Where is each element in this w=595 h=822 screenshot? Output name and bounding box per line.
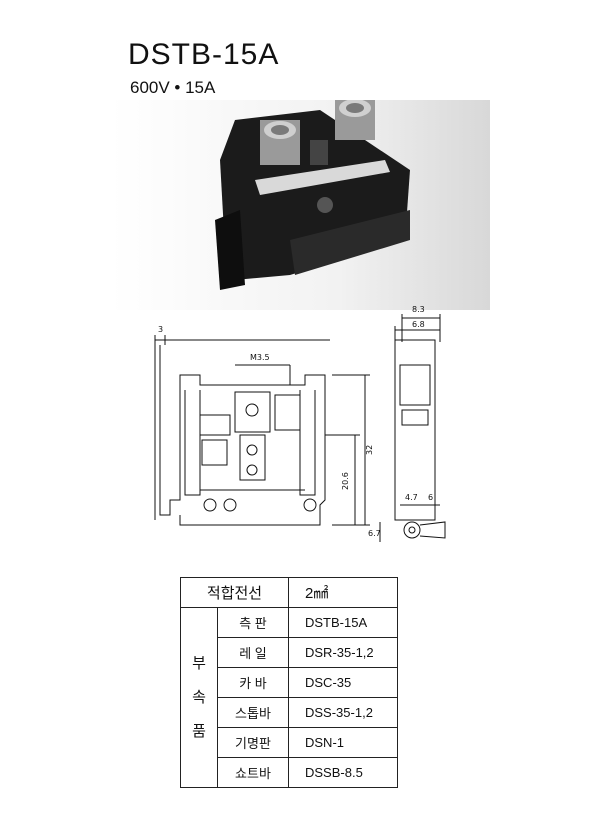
wire-size-label: 적합전선 <box>180 577 289 608</box>
row-value: DSR-35-1,2 <box>288 637 398 668</box>
row-value: DSC-35 <box>288 667 398 698</box>
row-label: 스톱바 <box>217 697 289 728</box>
product-model-title: DSTB-15A <box>128 38 280 71</box>
product-rating: 600V • 15A <box>130 78 216 97</box>
row-label: 카 바 <box>217 667 289 698</box>
dim-m35: M3.5 <box>250 353 270 362</box>
table-row: 쇼트바 DSSB-8.5 <box>181 757 398 788</box>
dim-20-6: 20.6 <box>341 472 350 490</box>
wire-size-value: 2㎟ <box>288 577 398 608</box>
dim-3: 3 <box>158 325 163 334</box>
row-label: 기명판 <box>217 727 289 758</box>
dim-6-7: 6.7 <box>368 529 381 538</box>
product-photo <box>110 100 490 310</box>
row-value: DSTB-15A <box>288 607 398 638</box>
row-value: DSN-1 <box>288 727 398 758</box>
dimension-drawing: 3 M3.5 32 20.6 8.3 6.8 4.7 6 6.7 <box>154 305 446 542</box>
table-row: 스톱바 DSS-35-1,2 <box>181 697 398 728</box>
dim-8-3: 8.3 <box>412 305 425 314</box>
row-value: DSSB-8.5 <box>288 757 398 788</box>
table-header-row: 적합전선 2㎟ <box>180 577 398 608</box>
row-label: 측 판 <box>217 607 289 638</box>
dim-6: 6 <box>428 493 433 502</box>
dim-32: 32 <box>365 445 374 455</box>
dim-4-7: 4.7 <box>405 493 418 502</box>
row-value: DSS-35-1,2 <box>288 697 398 728</box>
row-label: 쇼트바 <box>217 757 289 788</box>
table-row: 레 일 DSR-35-1,2 <box>181 637 398 668</box>
table-row: 기명판 DSN-1 <box>181 727 398 758</box>
row-label: 레 일 <box>217 637 289 668</box>
dim-6-8: 6.8 <box>412 320 425 329</box>
